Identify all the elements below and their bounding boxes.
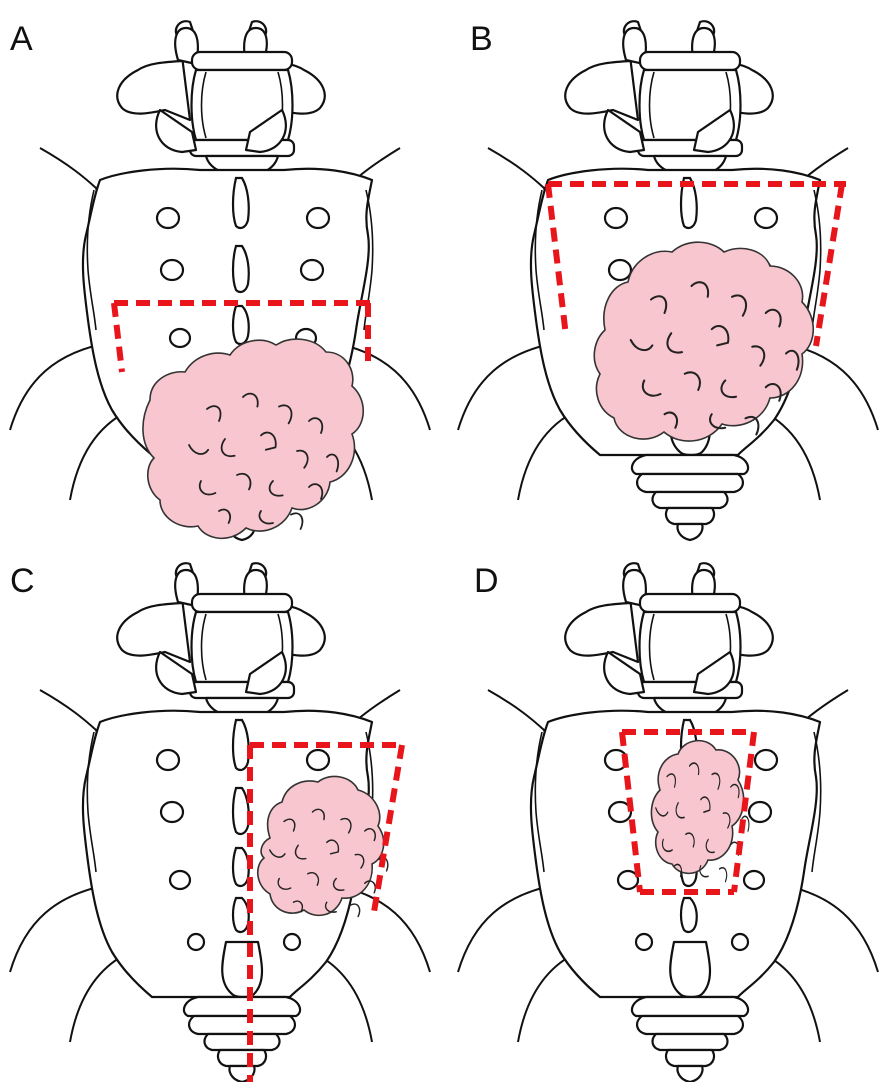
panel-label-d: D [474,562,499,600]
panel-label-b: B [470,20,493,58]
panel-label-c: C [10,562,35,600]
panel-b: B [458,20,878,540]
panel-c: C [10,562,430,1082]
panel-d: D [458,562,878,1082]
panel-a: A [10,20,430,540]
panel-label-a: A [10,20,33,58]
